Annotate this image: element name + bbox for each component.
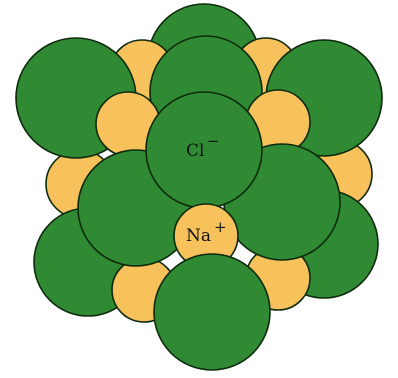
chloride-label: Cl bbox=[186, 141, 204, 161]
sodium-charge: + bbox=[214, 218, 227, 236]
chloride-charge: − bbox=[207, 132, 220, 150]
chloride-ion-bottom bbox=[154, 254, 270, 370]
sodium-label: Na bbox=[186, 226, 211, 246]
chloride-symbol: Cl bbox=[186, 141, 204, 161]
